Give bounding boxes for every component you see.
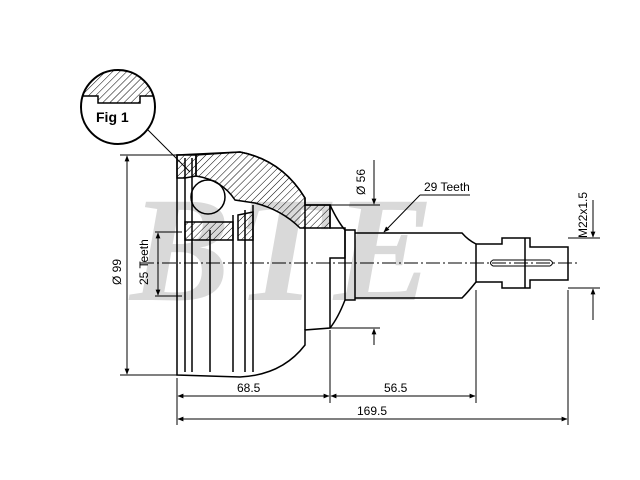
outer-diameter-label: Ø 99 <box>110 259 124 285</box>
dimension-lines <box>120 154 600 425</box>
total-length-label: 169.5 <box>357 404 387 418</box>
fig1-detail: Fig 1 <box>80 69 191 173</box>
housing-length-label: 68.5 <box>237 381 261 395</box>
stem-diameter-label: Ø 56 <box>354 169 368 195</box>
housing-teeth-label: 25 Teeth <box>137 239 151 285</box>
fig1-label: Fig 1 <box>96 109 129 125</box>
shaft-teeth-label: 29 Teeth <box>424 180 470 194</box>
thread-label: M22x1.5 <box>576 192 590 238</box>
shaft-length-label: 56.5 <box>384 381 408 395</box>
